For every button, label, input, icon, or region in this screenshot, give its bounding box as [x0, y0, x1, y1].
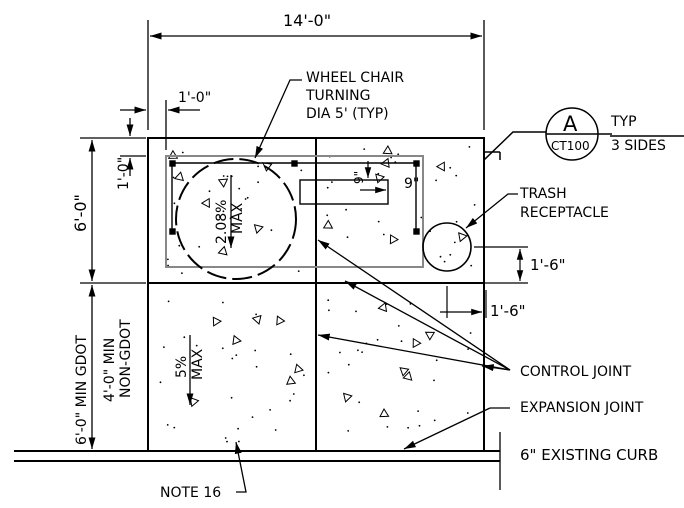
- wheelchair-label-1: WHEEL CHAIR: [306, 70, 404, 86]
- inner-9in-label-b: 9": [404, 176, 419, 192]
- callout-typ: TYP: [610, 114, 637, 130]
- pad-6ft-label: 6'-0": [71, 194, 90, 232]
- overall-width-dimension: [147, 20, 485, 130]
- callout-letter: A: [563, 112, 578, 136]
- trash-18in-vertical-label: 1'-6": [530, 256, 566, 274]
- offset-1ft-vertical-label: 1'-0": [116, 157, 132, 190]
- inner-9in-label-a: 9": [352, 171, 366, 184]
- section-callout: [483, 107, 684, 168]
- note-label: NOTE 16: [160, 485, 221, 501]
- concrete-stipple: [159, 144, 476, 443]
- lower-slope-pct: 5%: [174, 356, 190, 378]
- expansion-joint-label: EXPANSION JOINT: [520, 400, 644, 416]
- existing-curb-label: 6" EXISTING CURB: [520, 446, 658, 464]
- wheelchair-turning-circle: [175, 158, 297, 280]
- upper-slope-max: MAX: [230, 202, 246, 234]
- left-dimensions: [80, 118, 146, 449]
- trash-leader: [465, 193, 518, 229]
- callout-sheet: CT100: [551, 139, 590, 153]
- trash-label-1: TRASH: [519, 186, 567, 202]
- lower-gdot-label: 6'-0" MIN GDOT: [74, 335, 90, 445]
- bench-frame: [169, 160, 420, 235]
- note-leader: [234, 441, 247, 493]
- trash-18in-horizontal-label: 1'-6": [490, 302, 526, 320]
- trash-dimensions: [440, 246, 528, 318]
- offset-dimension: [120, 100, 200, 150]
- lower-nongdot-label-2: NON-GDOT: [118, 319, 134, 398]
- control-joint-leaders: [317, 239, 511, 372]
- wheelchair-leader: [254, 79, 302, 159]
- wheelchair-label-3: DIA 5' (TYP): [306, 106, 389, 122]
- existing-curb-lines: [14, 450, 500, 462]
- overall-width-label: 14'-0": [283, 11, 331, 30]
- lower-slope-max: MAX: [190, 348, 206, 380]
- concrete-pad: [147, 137, 485, 452]
- upper-slope-pct: 2.08%: [214, 200, 230, 244]
- bench-outline: [165, 155, 424, 268]
- expansion-joint-leaders: [403, 407, 510, 450]
- trash-receptacle-circle: [422, 222, 472, 272]
- wheelchair-label-2: TURNING: [305, 88, 370, 104]
- control-joint-label: CONTROL JOINT: [520, 364, 632, 380]
- lower-nongdot-label-1: 4'-0" MIN: [102, 338, 118, 402]
- callout-sides: 3 SIDES: [611, 138, 666, 154]
- inner-dimensions: [360, 161, 386, 194]
- trash-label-2: RECEPTACLE: [520, 205, 609, 221]
- offset-1ft-label: 1'-0": [178, 90, 211, 106]
